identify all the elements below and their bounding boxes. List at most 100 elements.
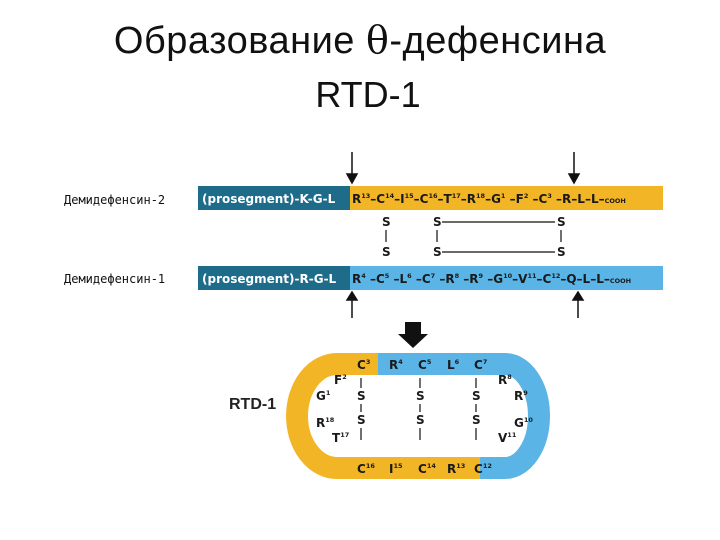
- top-residue-part: –F: [505, 192, 523, 206]
- bottom-residue-part: 11: [527, 272, 537, 280]
- sulfur-atom-top: S: [557, 215, 566, 229]
- bottom-residue-part: –C: [537, 272, 552, 286]
- sulfur-atom-top: S: [382, 215, 391, 229]
- sulfur-atom-top: S: [433, 215, 442, 229]
- bottom-residue-part: 5: [385, 272, 390, 280]
- top-core-band: [350, 186, 663, 210]
- title-prefix: Образование: [113, 20, 366, 62]
- title-suffix: -дефенсина: [389, 20, 607, 62]
- bottom-residue-part: –G: [483, 272, 503, 286]
- top-core-sequence: R13–C14–I15–C16–T17–R18–G1 –F2 –C3 –R–L–…: [352, 192, 626, 206]
- ring-left-orange: [286, 353, 362, 479]
- slide-title-line2: RTD-1: [315, 74, 421, 115]
- slide-title-line1: Образование θ-дефенсина: [0, 18, 720, 63]
- ring-top-residue: L6: [447, 358, 460, 372]
- bottom-residue-part: 12: [551, 272, 560, 280]
- top-residue-part: –I: [394, 192, 404, 206]
- cyclic-rtd1-ring: [286, 353, 550, 479]
- sulfur-atom-bottom: S: [382, 245, 391, 259]
- ring-bottom-residue: C12: [474, 462, 492, 476]
- rtd1-label: RTD-1: [229, 396, 276, 413]
- top-residue-part: –C: [370, 192, 385, 206]
- ring-left-residue: R18: [316, 416, 335, 430]
- ring-sulfur-bottom: S: [357, 413, 366, 427]
- top-residue-part: 3: [547, 192, 552, 200]
- top-residue-part: –G: [485, 192, 501, 206]
- ring-sulfur-bottom: S: [472, 413, 481, 427]
- top-residue-part: COOH: [605, 197, 626, 205]
- top-residue-part: –C: [528, 192, 547, 206]
- bottom-prosegment-text: (prosegment)-R-G-L: [202, 272, 337, 286]
- ring-bottom-residue: C14: [418, 462, 436, 476]
- top-prosegment-band: [198, 186, 350, 210]
- top-residue-part: 1: [501, 192, 506, 200]
- ring-top-residue: C7: [474, 358, 487, 372]
- bottom-residue-part: –V: [512, 272, 528, 286]
- top-residue-part: 13: [361, 192, 370, 200]
- ring-right-residue: R8: [498, 373, 512, 387]
- bottom-residue-part: –Q–L–L–: [560, 272, 610, 286]
- top-residue-part: 14: [385, 192, 395, 200]
- ring-bottom-residue: C16: [357, 462, 375, 476]
- top-residue-part: 15: [405, 192, 415, 200]
- top-residue-part: 2: [524, 192, 529, 200]
- ring-sulfur-top: S: [472, 389, 481, 403]
- bottom-residue-part: COOH: [610, 277, 631, 285]
- bottom-row-label: Демидефенсин-1: [64, 272, 166, 286]
- bottom-residue-part: 6: [407, 272, 412, 280]
- bottom-residue-part: 4: [361, 272, 366, 280]
- bottom-residue-part: –C: [366, 272, 385, 286]
- ring-top-residue: C3: [357, 358, 370, 372]
- bottom-residue-part: 9: [479, 272, 484, 280]
- ring-bottom-residue: I15: [389, 462, 403, 476]
- ring-bottom-orange: [350, 457, 480, 479]
- bottom-residue-part: –C: [412, 272, 431, 286]
- disulfide-bonds: S S S S S S: [382, 215, 566, 259]
- arrowhead-icon: [571, 290, 585, 301]
- bottom-residue-part: –R: [459, 272, 478, 286]
- top-residue-part: –C: [414, 192, 429, 206]
- ring-top-blue: [378, 353, 482, 375]
- arrowhead-icon: [567, 173, 581, 185]
- ring-right-blue: [480, 353, 550, 479]
- ring-left-residue: F2: [334, 373, 347, 387]
- top-residue-part: R: [352, 192, 361, 206]
- ring-bottom-residue: R13: [447, 462, 465, 476]
- bottom-prosegment-band: [198, 266, 350, 290]
- ring-sulfur-bottom: S: [416, 413, 425, 427]
- arrowhead-icon: [345, 290, 359, 301]
- top-prosegment-text: (prosegment)-K-G-L: [202, 192, 336, 206]
- bottom-residue-part: –R: [435, 272, 454, 286]
- bottom-residue-part: 7: [431, 272, 436, 280]
- ring-top-residue: C5: [418, 358, 432, 372]
- bottom-residue-part: 8: [455, 272, 460, 280]
- bottom-core-band: [350, 266, 663, 290]
- ring-right-residue: G10: [514, 416, 533, 430]
- top-residue-part: 18: [476, 192, 486, 200]
- ring-right-residue: R9: [514, 389, 528, 403]
- bottom-residue-part: R: [352, 272, 361, 286]
- top-residue-part: 16: [428, 192, 438, 200]
- theta-symbol: θ: [366, 18, 390, 62]
- sulfur-atom-bottom: S: [557, 245, 566, 259]
- top-residue-part: –T: [438, 192, 453, 206]
- arrowhead-icon: [345, 173, 359, 185]
- ring-sulfur-top: S: [357, 389, 366, 403]
- top-residue-part: 17: [452, 192, 461, 200]
- bottom-residue-part: –L: [389, 272, 407, 286]
- top-row-label: Демидефенсин-2: [64, 193, 166, 207]
- ring-top-residue: R4: [389, 358, 403, 372]
- ring-left-residue: G1: [316, 389, 331, 403]
- ring-sulfur-top: S: [416, 389, 425, 403]
- ring-top-orange: [350, 353, 380, 375]
- bottom-core-sequence: R4 –C5 –L6 –C7 –R8 –R9 –G10–V11–C12–Q–L–…: [352, 272, 631, 286]
- ring-right-residue: V11: [498, 431, 517, 445]
- big-down-arrow-icon: [398, 322, 428, 348]
- ring-left-residue: T17: [332, 431, 349, 445]
- bottom-residue-part: 10: [503, 272, 513, 280]
- top-residue-part: –R–L–L–: [552, 192, 605, 206]
- sulfur-atom-bottom: S: [433, 245, 442, 259]
